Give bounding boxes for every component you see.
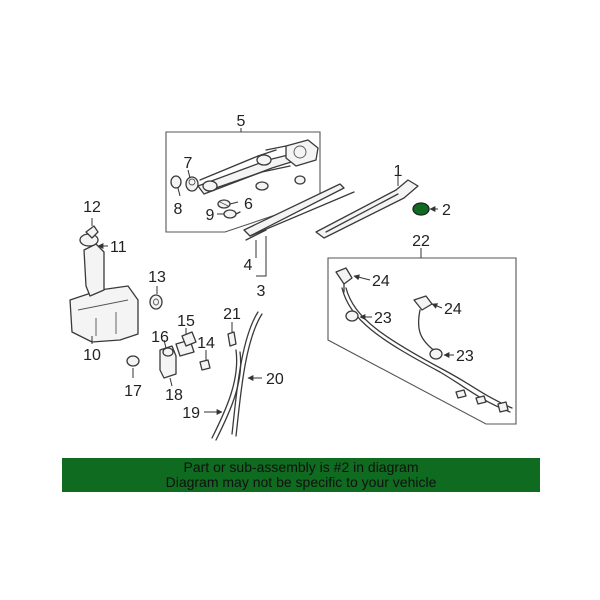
grommet-part-23-right	[429, 348, 443, 360]
callout-1: 1	[394, 163, 403, 180]
callout-23a: 23	[374, 310, 392, 327]
grommet-part-23-left	[345, 310, 359, 322]
callout-4: 4	[244, 257, 253, 274]
callout-15: 15	[177, 313, 195, 330]
grommet-part-7	[185, 176, 199, 192]
callout-13: 13	[148, 269, 166, 286]
leader-8	[177, 187, 181, 197]
leader-24a	[353, 274, 371, 281]
leader-3	[256, 236, 267, 277]
callout-24b: 24	[444, 301, 462, 318]
seal-part-16	[162, 347, 174, 357]
leader-24b	[431, 303, 443, 309]
pump-group	[126, 286, 211, 387]
leader-7	[187, 169, 191, 179]
hose-group	[204, 311, 263, 441]
callout-6: 6	[244, 196, 253, 213]
wiper-blade-part-4	[243, 183, 345, 237]
leader-6	[229, 201, 239, 205]
washer-reservoir-part-10	[69, 285, 139, 343]
callout-14: 14	[197, 335, 215, 352]
clip-part-21	[227, 331, 237, 347]
nozzle-box	[327, 257, 517, 425]
hose-part-19	[211, 349, 238, 439]
bolt-part-9	[223, 209, 241, 219]
callout-numbers: 5 7 6 8 9 1 2 4 3 12 11 13 10 15 16 14 1…	[83, 113, 474, 422]
callout-19: 19	[182, 405, 200, 422]
callout-17: 17	[124, 383, 142, 400]
leader-16	[163, 339, 167, 349]
callout-12: 12	[83, 199, 101, 216]
nozzle-part-24-right	[413, 295, 433, 311]
callout-20: 20	[266, 371, 284, 388]
callout-16: 16	[151, 329, 169, 346]
callout-23b: 23	[456, 348, 474, 365]
banner-line-1: Part or sub-assembly is #2 in diagram	[183, 459, 419, 475]
wiper-motor	[265, 139, 319, 167]
cap-part-12	[85, 225, 99, 239]
filler-neck	[83, 243, 105, 297]
leader-18	[169, 377, 173, 387]
hose-part-20	[231, 311, 259, 435]
grommet-part-13	[149, 294, 163, 310]
callout-21: 21	[223, 306, 241, 323]
nut-part-17	[126, 355, 140, 367]
callout-22: 22	[412, 233, 430, 250]
connector-part-15	[181, 331, 197, 347]
callout-2: 2	[442, 202, 451, 219]
washer-reservoir-group	[69, 218, 139, 344]
wiper-blade-group	[243, 172, 419, 277]
callout-7: 7	[184, 155, 193, 172]
washer-nozzle-group	[327, 248, 517, 425]
callout-8: 8	[174, 201, 183, 218]
cap-part-2-highlighted	[412, 202, 438, 216]
callout-9: 9	[206, 207, 215, 224]
nut-part-6	[217, 199, 231, 209]
callout-3: 3	[257, 283, 266, 300]
info-banner: Part or sub-assembly is #2 in diagram Di…	[62, 458, 540, 492]
callout-5: 5	[237, 113, 246, 130]
bolt-part-14	[199, 359, 211, 371]
banner-line-2: Diagram may not be specific to your vehi…	[165, 474, 437, 490]
callout-18: 18	[165, 387, 183, 404]
callout-11: 11	[110, 239, 127, 256]
callout-10: 10	[83, 347, 101, 364]
wiper-linkage-assembly-group	[165, 128, 321, 233]
callout-24a: 24	[372, 273, 390, 290]
bushing-part-8	[170, 175, 182, 189]
nozzle-part-24-left	[335, 267, 353, 293]
